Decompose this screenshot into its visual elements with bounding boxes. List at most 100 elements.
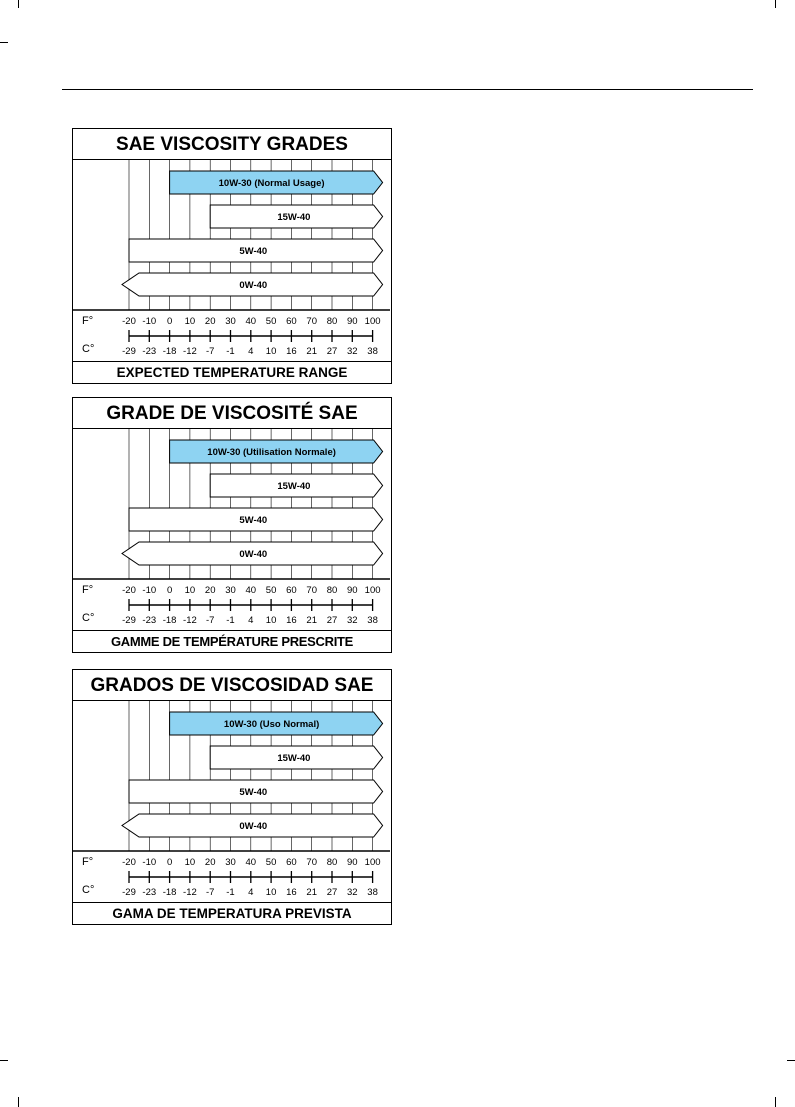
celsius-tick-label: -7 [206, 346, 214, 357]
crop-mark [0, 42, 8, 43]
fahrenheit-tick-label: 0 [167, 316, 172, 327]
celsius-tick-label: 38 [367, 615, 378, 626]
viscosity-chart-es: GRADOS DE VISCOSIDAD SAE 10W-30 (Uso Nor… [72, 669, 392, 925]
grade-bar [121, 541, 384, 566]
crop-mark [18, 0, 19, 8]
celsius-tick-label: -23 [142, 615, 156, 626]
fahrenheit-tick-label: 20 [205, 316, 216, 327]
celsius-tick-label: 21 [306, 346, 317, 357]
celsius-tick-label: -7 [206, 615, 214, 626]
chart-footer: EXPECTED TEMPERATURE RANGE [73, 361, 391, 383]
celsius-tick-label: 32 [347, 346, 358, 357]
celsius-tick-label: 27 [327, 346, 338, 357]
chart-title: SAE VISCOSITY GRADES [73, 129, 391, 160]
celsius-tick-label: -29 [122, 615, 136, 626]
viscosity-chart-en: SAE VISCOSITY GRADES 10W-30 (Normal Usag… [72, 128, 392, 384]
fahrenheit-tick-label: 100 [365, 585, 381, 596]
celsius-tick-label: 27 [327, 887, 338, 898]
fahrenheit-tick-label: 40 [246, 857, 257, 868]
grade-label: 15W-40 [277, 753, 310, 764]
celsius-tick-label: 32 [347, 615, 358, 626]
fahrenheit-tick-label: 40 [246, 585, 257, 596]
grade-bar [169, 439, 384, 464]
celsius-tick-label: 38 [367, 887, 378, 898]
celsius-tick-label: -7 [206, 887, 214, 898]
fahrenheit-tick-label: 30 [225, 585, 236, 596]
fahrenheit-tick-label: 100 [365, 316, 381, 327]
grade-bar [209, 473, 384, 498]
celsius-tick-label: 10 [266, 615, 277, 626]
fahrenheit-tick-label: -10 [142, 316, 156, 327]
grade-label: 10W-30 (Normal Usage) [219, 178, 325, 189]
fahrenheit-tick-label: 80 [327, 585, 338, 596]
grade-label: 5W-40 [239, 515, 267, 526]
fahrenheit-tick-label: -20 [122, 857, 136, 868]
fahrenheit-unit-label: F° [82, 584, 93, 596]
celsius-tick-label: -18 [163, 887, 177, 898]
fahrenheit-tick-label: 50 [266, 316, 277, 327]
celsius-tick-label: 4 [248, 615, 253, 626]
fahrenheit-tick-label: 70 [306, 316, 317, 327]
celsius-unit-label: C° [82, 612, 94, 624]
fahrenheit-tick-label: 70 [306, 857, 317, 868]
celsius-tick-label: 4 [248, 887, 253, 898]
celsius-tick-label: -12 [183, 615, 197, 626]
fahrenheit-tick-label: 100 [365, 857, 381, 868]
fahrenheit-tick-label: -10 [142, 857, 156, 868]
crop-mark [787, 1060, 795, 1061]
grade-label: 15W-40 [277, 212, 310, 223]
fahrenheit-tick-label: 60 [286, 857, 297, 868]
fahrenheit-tick-label: 80 [327, 316, 338, 327]
fahrenheit-tick-label: 60 [286, 316, 297, 327]
viscosity-diagram: 10W-30 (Uso Normal) 15W-40 5W-40 0W-40F° C° -… [73, 701, 390, 898]
viscosity-chart-fr: GRADE DE VISCOSITÉ SAE 10W-30 (Utilisati… [72, 397, 392, 653]
grade-label: 0W-40 [239, 280, 267, 291]
fahrenheit-tick-label: 30 [225, 316, 236, 327]
fahrenheit-unit-label: F° [82, 315, 93, 327]
grade-bar [209, 204, 384, 229]
fahrenheit-tick-label: 70 [306, 585, 317, 596]
crop-mark [775, 1097, 776, 1107]
grade-bar [121, 813, 384, 838]
grade-bar [121, 272, 384, 297]
celsius-tick-label: -18 [163, 346, 177, 357]
grade-bar [128, 238, 384, 263]
grade-bar [128, 507, 384, 532]
celsius-tick-label: -12 [183, 887, 197, 898]
grade-bar [169, 170, 384, 195]
chart-title: GRADOS DE VISCOSIDAD SAE [73, 670, 391, 701]
celsius-unit-label: C° [82, 884, 94, 896]
fahrenheit-tick-label: -10 [142, 585, 156, 596]
celsius-unit-label: C° [82, 343, 94, 355]
fahrenheit-tick-label: -20 [122, 585, 136, 596]
fahrenheit-tick-label: 60 [286, 585, 297, 596]
fahrenheit-tick-label: 80 [327, 857, 338, 868]
celsius-tick-label: 21 [306, 887, 317, 898]
chart-footer: GAMA DE TEMPERATURA PREVISTA [73, 902, 391, 924]
celsius-tick-label: -1 [226, 346, 234, 357]
celsius-tick-label: 38 [367, 346, 378, 357]
celsius-tick-label: 10 [266, 887, 277, 898]
grade-label: 0W-40 [239, 549, 267, 560]
grade-label: 10W-30 (Uso Normal) [224, 719, 319, 730]
fahrenheit-tick-label: 20 [205, 585, 216, 596]
fahrenheit-tick-label: 30 [225, 857, 236, 868]
celsius-tick-label: -1 [226, 615, 234, 626]
fahrenheit-tick-label: 0 [167, 585, 172, 596]
grade-label: 5W-40 [239, 246, 267, 257]
grade-bar [128, 779, 384, 804]
celsius-tick-label: -29 [122, 346, 136, 357]
fahrenheit-tick-label: 90 [347, 316, 358, 327]
grade-label: 0W-40 [239, 821, 267, 832]
celsius-tick-label: -23 [142, 346, 156, 357]
crop-mark [0, 1060, 8, 1061]
celsius-tick-label: 21 [306, 615, 317, 626]
fahrenheit-tick-label: 10 [185, 857, 196, 868]
celsius-tick-label: -18 [163, 615, 177, 626]
grade-label: 5W-40 [239, 787, 267, 798]
celsius-tick-label: 27 [327, 615, 338, 626]
celsius-tick-label: 32 [347, 887, 358, 898]
celsius-tick-label: -29 [122, 887, 136, 898]
fahrenheit-unit-label: F° [82, 856, 93, 868]
crop-mark [775, 0, 776, 8]
